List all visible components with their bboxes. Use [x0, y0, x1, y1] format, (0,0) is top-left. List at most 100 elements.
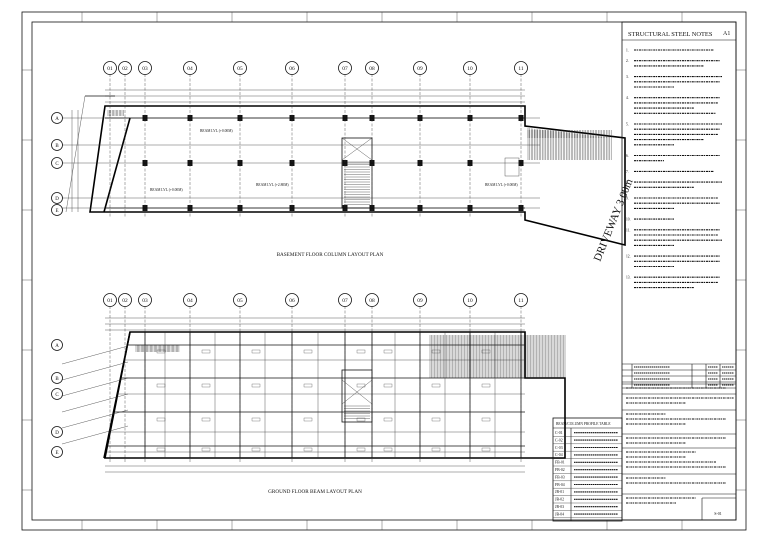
basement-row-bubble-C — [51, 157, 63, 169]
ground-grid-label: 09 — [417, 298, 423, 304]
note-number: 7. — [626, 170, 629, 174]
note-number: 2. — [626, 59, 629, 63]
ground-grid-label: 04 — [187, 298, 193, 304]
ground-diagonal-wall — [103, 331, 131, 459]
note-number: 13. — [626, 276, 631, 280]
basement-level-note-2: BEAM LVL (+0.00M) — [150, 188, 183, 192]
basement-plan: BEAM LVL (+0.00M) BEAM LVL (+0.00M) BEAM… — [62, 89, 636, 263]
basement-hatch-left — [107, 110, 124, 116]
schedule-code: JB-04 — [555, 512, 564, 516]
basement-grid-label: 07 — [342, 66, 348, 72]
basement-row-bubble-B — [51, 139, 63, 151]
ground-grid-label: 06 — [289, 298, 295, 304]
notes-list: 1.2.3.4.5.6.7.8.9.10.11.12.13. — [626, 49, 722, 289]
member-schedule: BEAM/COLUMN PROFILE TABLE C-01C-02C-03C-… — [552, 417, 623, 522]
basement-grid-bubble-05 — [233, 61, 247, 75]
basement-hatch-right — [527, 128, 612, 160]
ground-grid-label: 10 — [467, 298, 473, 304]
basement-grid-bubble-10 — [463, 61, 477, 75]
ground-grid-label: 08 — [369, 298, 375, 304]
note-number: 9. — [626, 197, 629, 201]
ground-grid-label: 03 — [142, 298, 148, 304]
basement-grid-label: 08 — [369, 66, 375, 72]
ground-row-bubble-B — [51, 372, 63, 384]
ground-beam-lines-horizontal — [106, 344, 525, 453]
sheet-ref: A1 — [723, 31, 730, 37]
ground-grid-label: 01 — [107, 298, 113, 304]
basement-grid-bubble-06 — [285, 61, 299, 75]
note-number: 11. — [626, 228, 630, 232]
basement-outline — [89, 105, 626, 247]
ground-grid-bubble-01 — [103, 293, 117, 307]
basement-grid-bubble-01 — [103, 61, 117, 75]
note-number: 5. — [626, 123, 629, 127]
ground-row-label: C — [55, 393, 59, 398]
basement-level-note-4: BEAM LVL (+0.00M) — [485, 183, 518, 187]
ground-floor-plan: GROUND FLOOR BEAM LAYOUT PLAN — [61, 317, 566, 495]
ground-grid-bubble-08 — [365, 293, 379, 307]
basement-row-bubble-A — [51, 112, 63, 124]
schedule-code: FB-01 — [555, 461, 565, 465]
ground-grid-bubble-05 — [233, 293, 247, 307]
ground-grid-label: 11 — [518, 298, 523, 304]
ground-grid-bubble-07 — [338, 293, 352, 307]
basement-grid-label: 03 — [142, 66, 148, 72]
note-number: 10. — [626, 218, 631, 222]
title-block-rows — [622, 383, 736, 504]
note-number: 1. — [626, 49, 629, 53]
note-number: 12. — [626, 255, 631, 259]
basement-row-label: B — [55, 144, 59, 149]
title-block: STRUCTURAL STEEL NOTES A1 1.2.3.4.5.6.7.… — [621, 21, 737, 521]
ground-row-bubble-C — [51, 388, 63, 400]
note-number: 8. — [626, 181, 629, 185]
ground-row-bubble-E — [51, 446, 63, 458]
ground-grid-bubble-06 — [285, 293, 299, 307]
schedule-code: C-01 — [555, 431, 563, 435]
ground-row-label: E — [55, 451, 58, 456]
basement-stair-treads — [344, 161, 370, 205]
basement-row-bubble-E — [51, 204, 63, 216]
basement-level-note-3: BEAM LVL (+2.80M) — [256, 183, 289, 187]
schedule-code: C-04 — [555, 453, 563, 457]
basement-plan-title: BASEMENT FLOOR COLUMN LAYOUT PLAN — [277, 252, 384, 258]
basement-grid-bubble-04 — [183, 61, 197, 75]
basement-grid-label: 11 — [518, 66, 523, 72]
basement-row-label: A — [55, 117, 59, 122]
basement-level-note-1: BEAM LVL (+0.00M) — [200, 129, 233, 133]
ground-grid-bubble-11 — [514, 293, 528, 307]
basement-grid-label: 01 — [107, 66, 113, 72]
basement-grid-bubble-09 — [413, 61, 427, 75]
ground-row-bubble-D — [51, 426, 63, 438]
outer-border — [21, 11, 747, 531]
basement-row-label: C — [55, 162, 59, 167]
ground-row-label: A — [55, 344, 59, 349]
basement-row-label: E — [55, 209, 58, 214]
basement-grid-label: 04 — [187, 66, 193, 72]
basement-grid-bubble-03 — [138, 61, 152, 75]
ground-grid-bubble-02 — [118, 293, 132, 307]
ground-diagonal-beams — [61, 345, 129, 445]
inner-border — [31, 21, 737, 521]
basement-grid-bubble-02 — [118, 61, 132, 75]
ground-grid-bubble-10 — [463, 293, 477, 307]
basement-grid-bubble-11 — [514, 61, 528, 75]
schedule-code: C-02 — [555, 438, 563, 442]
basement-row-bubble-D — [51, 192, 63, 204]
note-number: 4. — [626, 96, 629, 100]
basement-columns — [142, 115, 524, 211]
basement-diagonal-wall — [103, 117, 131, 213]
ground-plan-title: GROUND FLOOR BEAM LAYOUT PLAN — [268, 489, 362, 495]
schedule-code: FB-02 — [555, 468, 565, 472]
schedule-code: JB-02 — [555, 498, 564, 502]
basement-grid-label: 02 — [122, 66, 128, 72]
schedule-title: BEAM/COLUMN PROFILE TABLE — [556, 422, 611, 426]
schedule-code: JB-03 — [555, 505, 564, 509]
basement-grid-label: 09 — [417, 66, 423, 72]
basement-stair-core — [341, 137, 373, 209]
schedule-code: C-03 — [555, 446, 563, 450]
schedule-code: FB-03 — [555, 475, 565, 479]
basement-grid-label: 10 — [467, 66, 473, 72]
